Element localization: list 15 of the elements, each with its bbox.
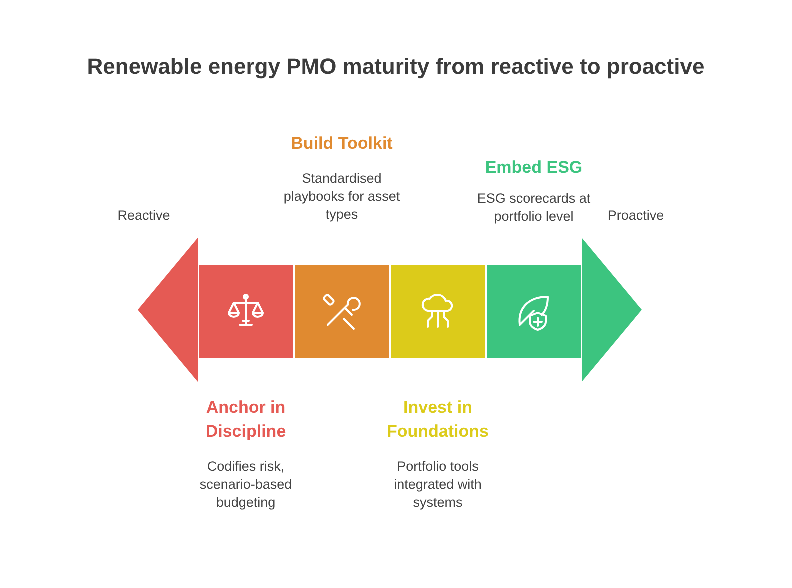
step-description: Codifies risk, scenario-based budgeting xyxy=(198,458,294,512)
step-description: Standardised playbooks for asset types xyxy=(282,170,402,224)
step-description: ESG scorecards at portfolio level xyxy=(476,190,592,226)
step-description: Portfolio tools integrated with systems xyxy=(393,458,483,512)
step-square xyxy=(391,265,485,358)
end-label: Reactive xyxy=(116,207,172,225)
step-square xyxy=(199,265,293,358)
step-square xyxy=(295,265,389,358)
step-square xyxy=(487,265,581,358)
step-heading: Build Toolkit xyxy=(290,133,394,155)
title: Renewable energy PMO maturity from reactive to proactive xyxy=(86,54,706,80)
step-heading: Invest in Foundations xyxy=(386,397,490,443)
step-heading: Anchor in Discipline xyxy=(204,397,288,443)
step-heading: Embed ESG xyxy=(484,157,584,179)
end-label: Proactive xyxy=(606,207,666,225)
